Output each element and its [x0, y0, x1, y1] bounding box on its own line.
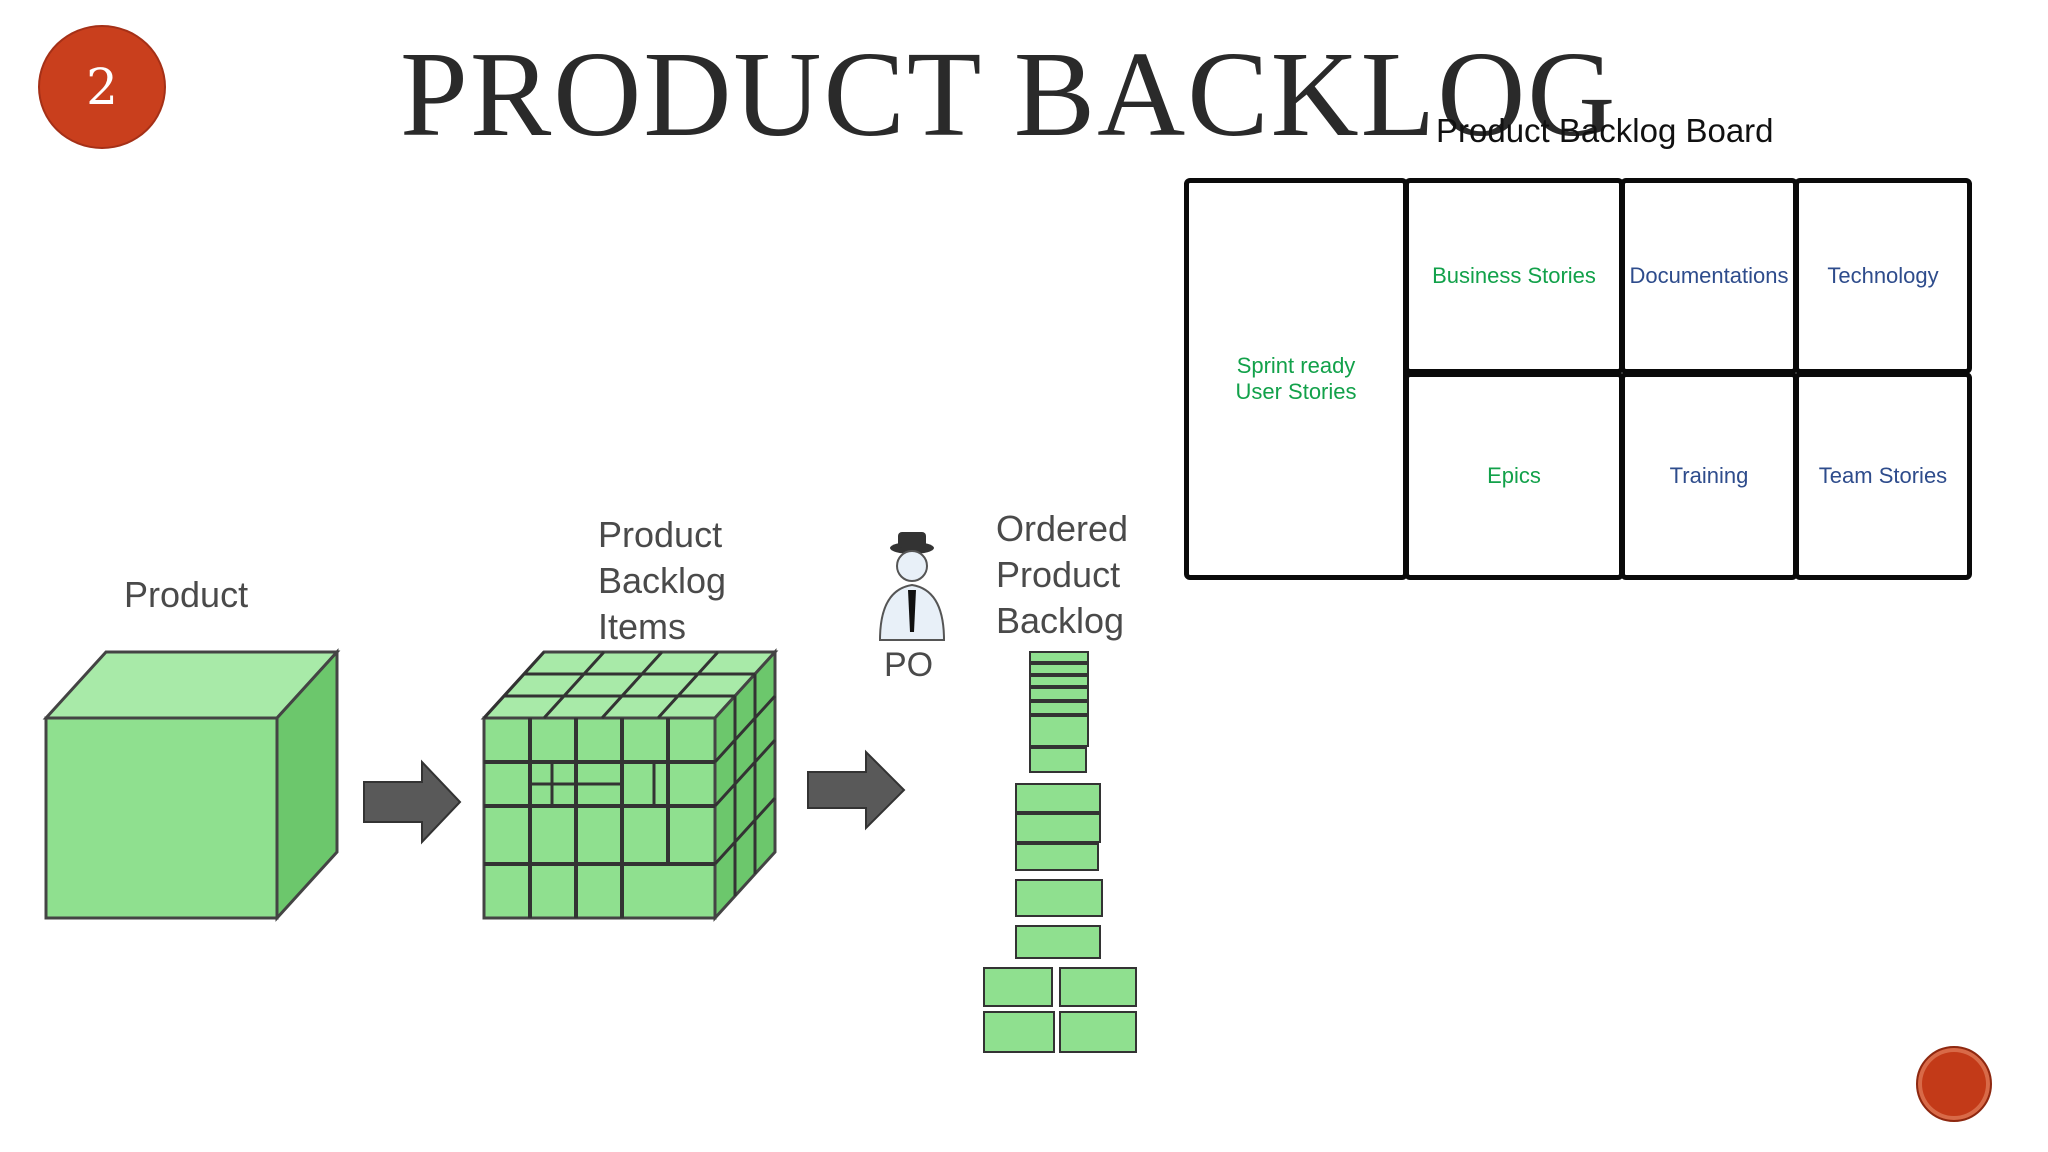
po-label: PO — [884, 646, 934, 684]
backlog-items-label: Product Backlog Items — [598, 512, 726, 650]
label-line: Items — [598, 606, 687, 648]
backlog-items-cube — [480, 648, 779, 922]
cell-label: Sprint ready — [1236, 352, 1356, 378]
product-label: Product — [124, 574, 249, 615]
slide-number-badge: 2 — [38, 25, 166, 149]
logo-icon — [1916, 1046, 1992, 1122]
label-line: Backlog — [598, 560, 727, 602]
ordered-backlog-label: Ordered Product Backlog — [996, 506, 1128, 644]
cell-label: User Stories — [1235, 379, 1357, 404]
label-line: Product — [996, 554, 1121, 596]
board-title: Product Backlog Board — [1436, 112, 1774, 149]
arrow-right-icon — [363, 759, 462, 845]
cell-label: Epics — [1487, 462, 1541, 488]
cell-label: Technology — [1827, 262, 1939, 288]
product-cube — [42, 648, 341, 922]
arrow-right-icon — [807, 749, 906, 831]
cell-label: Business Stories — [1432, 262, 1596, 288]
slide-number: 2 — [86, 58, 118, 116]
label-line: Product — [598, 514, 723, 555]
board-cell-team-stories: Team Stories — [1794, 372, 1972, 580]
product-owner-icon — [878, 532, 946, 641]
cell-label: Documentations — [1629, 262, 1789, 288]
label-line: Backlog — [996, 600, 1125, 642]
slide-title: PRODUCT BACKLOG — [400, 27, 1618, 162]
ordered-backlog-stack — [983, 651, 1137, 1053]
label-line: Ordered — [996, 508, 1129, 549]
board-cell-technology: Technology — [1794, 178, 1972, 374]
cell-label: Training — [1669, 462, 1749, 488]
cell-label: Team Stories — [1818, 462, 1948, 488]
